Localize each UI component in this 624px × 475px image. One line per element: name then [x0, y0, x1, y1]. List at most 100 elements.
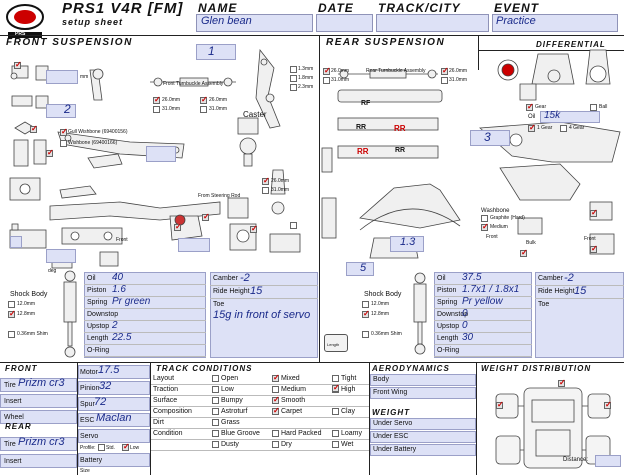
rear-field-value[interactable]: 0: [462, 320, 468, 331]
rear-field-value[interactable]: 1.7x1 / 1.8x1: [462, 284, 520, 295]
rear-hand-3-box[interactable]: [470, 130, 510, 146]
front-top-left-box[interactable]: [46, 70, 78, 84]
front-mm-5[interactable]: [262, 187, 269, 194]
front-top-hand-box[interactable]: [196, 44, 236, 60]
rear-cb-c[interactable]: [590, 208, 598, 217]
front-box-b[interactable]: [10, 236, 22, 248]
rear-field-value[interactable]: 30: [462, 332, 474, 343]
front-setup-box: [210, 272, 318, 358]
rear-opt-3[interactable]: [441, 66, 449, 75]
graphite-checkbox[interactable]: [481, 215, 488, 222]
front-mm-4[interactable]: [262, 176, 270, 185]
diff-gear-checkbox[interactable]: [526, 102, 534, 111]
name-field[interactable]: [196, 14, 313, 32]
front-field-value[interactable]: 22.5: [112, 332, 132, 343]
front-sb1-checkbox[interactable]: [8, 301, 15, 308]
front-insert-label: Insert: [4, 398, 22, 405]
front-field-value[interactable]: 40: [112, 272, 124, 283]
track-option-checkbox[interactable]: [212, 375, 219, 382]
front-mm-1[interactable]: [290, 66, 297, 73]
aero-row[interactable]: [370, 374, 476, 386]
diff-oil-box[interactable]: [540, 111, 600, 123]
front-toe-value: 15g in front of servo: [213, 309, 311, 321]
weight-row[interactable]: [370, 431, 476, 443]
rear-cb-b[interactable]: [520, 248, 528, 257]
track-option-checkbox[interactable]: [212, 386, 219, 393]
wd-cb-2[interactable]: [496, 400, 504, 409]
track-option-checkbox[interactable]: [272, 406, 280, 415]
track-option-checkbox[interactable]: [212, 419, 219, 426]
weight-row[interactable]: [370, 418, 476, 430]
front-left-cb-7[interactable]: [290, 222, 297, 229]
track-option-checkbox[interactable]: [332, 441, 339, 448]
rear-field-value[interactable]: 0: [462, 308, 468, 319]
front-toe-label: Toe: [213, 301, 225, 308]
rear-hand-13-box[interactable]: [390, 236, 424, 252]
diff-gear1-checkbox[interactable]: [528, 123, 536, 132]
front-field-value[interactable]: Pr green: [112, 296, 151, 307]
profile-std-checkbox[interactable]: [98, 444, 105, 451]
track-option-checkbox[interactable]: [272, 441, 279, 448]
wishbone-checkbox[interactable]: [60, 140, 67, 147]
front-field-label: O-Ring: [87, 347, 110, 354]
track-option-checkbox[interactable]: [272, 373, 280, 382]
track-option-checkbox[interactable]: [272, 395, 280, 404]
rear-sb2-checkbox[interactable]: [362, 309, 370, 318]
gull-wishbone-checkbox[interactable]: [60, 127, 68, 136]
rear-opt-4[interactable]: [441, 77, 448, 84]
rear-cb-a[interactable]: [590, 244, 598, 253]
medium-checkbox[interactable]: [481, 222, 489, 231]
rear-field-value[interactable]: Pr yellow: [462, 296, 503, 307]
track-option-checkbox[interactable]: [212, 441, 219, 448]
diff-ball-checkbox[interactable]: [590, 104, 597, 111]
front-left-cb-2[interactable]: [46, 148, 54, 157]
front-left-hand-box[interactable]: [46, 104, 76, 118]
front-hand-bottom-box[interactable]: [178, 238, 210, 252]
front-sb2-checkbox[interactable]: [8, 309, 16, 318]
track-option-checkbox[interactable]: [332, 375, 339, 382]
distance-box[interactable]: [595, 455, 621, 467]
rear-hand-5-box[interactable]: [346, 262, 374, 276]
track-row: [151, 384, 369, 385]
rear-opt-2[interactable]: [323, 77, 330, 84]
rear-shim-checkbox[interactable]: [362, 331, 369, 338]
front-mm-2[interactable]: [290, 75, 297, 82]
front-left-cb-3[interactable]: [30, 124, 38, 133]
rear-field-value[interactable]: 37.5: [462, 272, 482, 283]
event-field[interactable]: [492, 14, 618, 32]
rear-sb1-checkbox[interactable]: [362, 301, 369, 308]
front-left-cb-6[interactable]: [250, 224, 258, 233]
front-left-cb-4[interactable]: [174, 222, 182, 231]
rear-opt-1[interactable]: [323, 66, 331, 75]
front-mm-3[interactable]: [290, 84, 297, 91]
front-box-a[interactable]: [46, 249, 76, 263]
profile-low-checkbox[interactable]: [122, 442, 130, 451]
aero-row[interactable]: [370, 387, 476, 399]
track-option-checkbox[interactable]: [212, 430, 219, 437]
esc-value: Maclan: [96, 412, 132, 424]
weight-row[interactable]: [370, 444, 476, 456]
front-left-cb-5[interactable]: [202, 212, 210, 221]
front-field-value[interactable]: 1.6: [112, 284, 126, 295]
front-wheel-label: Wheel: [4, 414, 24, 421]
front-opt-26a[interactable]: [153, 95, 161, 104]
track-option-checkbox[interactable]: [332, 430, 339, 437]
front-shim-checkbox[interactable]: [8, 331, 15, 338]
wd-cb-1[interactable]: [558, 378, 566, 387]
track-option-checkbox[interactable]: [272, 386, 279, 393]
front-opt-31a[interactable]: [153, 106, 160, 113]
front-left-cb-1[interactable]: [14, 60, 22, 69]
front-opt-31b[interactable]: [200, 106, 207, 113]
diff-gear2-checkbox[interactable]: [560, 125, 567, 132]
track-option-checkbox[interactable]: [272, 430, 279, 437]
date-field[interactable]: [316, 14, 373, 32]
track-extra-checkbox[interactable]: [332, 383, 340, 392]
front-field-value[interactable]: 2: [112, 320, 118, 331]
front-mid-box[interactable]: [146, 146, 176, 162]
track-option-checkbox[interactable]: [212, 397, 219, 404]
track-option-checkbox[interactable]: [332, 408, 339, 415]
track-field[interactable]: [376, 14, 489, 32]
wd-cb-3[interactable]: [604, 400, 612, 409]
front-opt-26b[interactable]: [200, 95, 208, 104]
track-option-checkbox[interactable]: [212, 408, 219, 415]
